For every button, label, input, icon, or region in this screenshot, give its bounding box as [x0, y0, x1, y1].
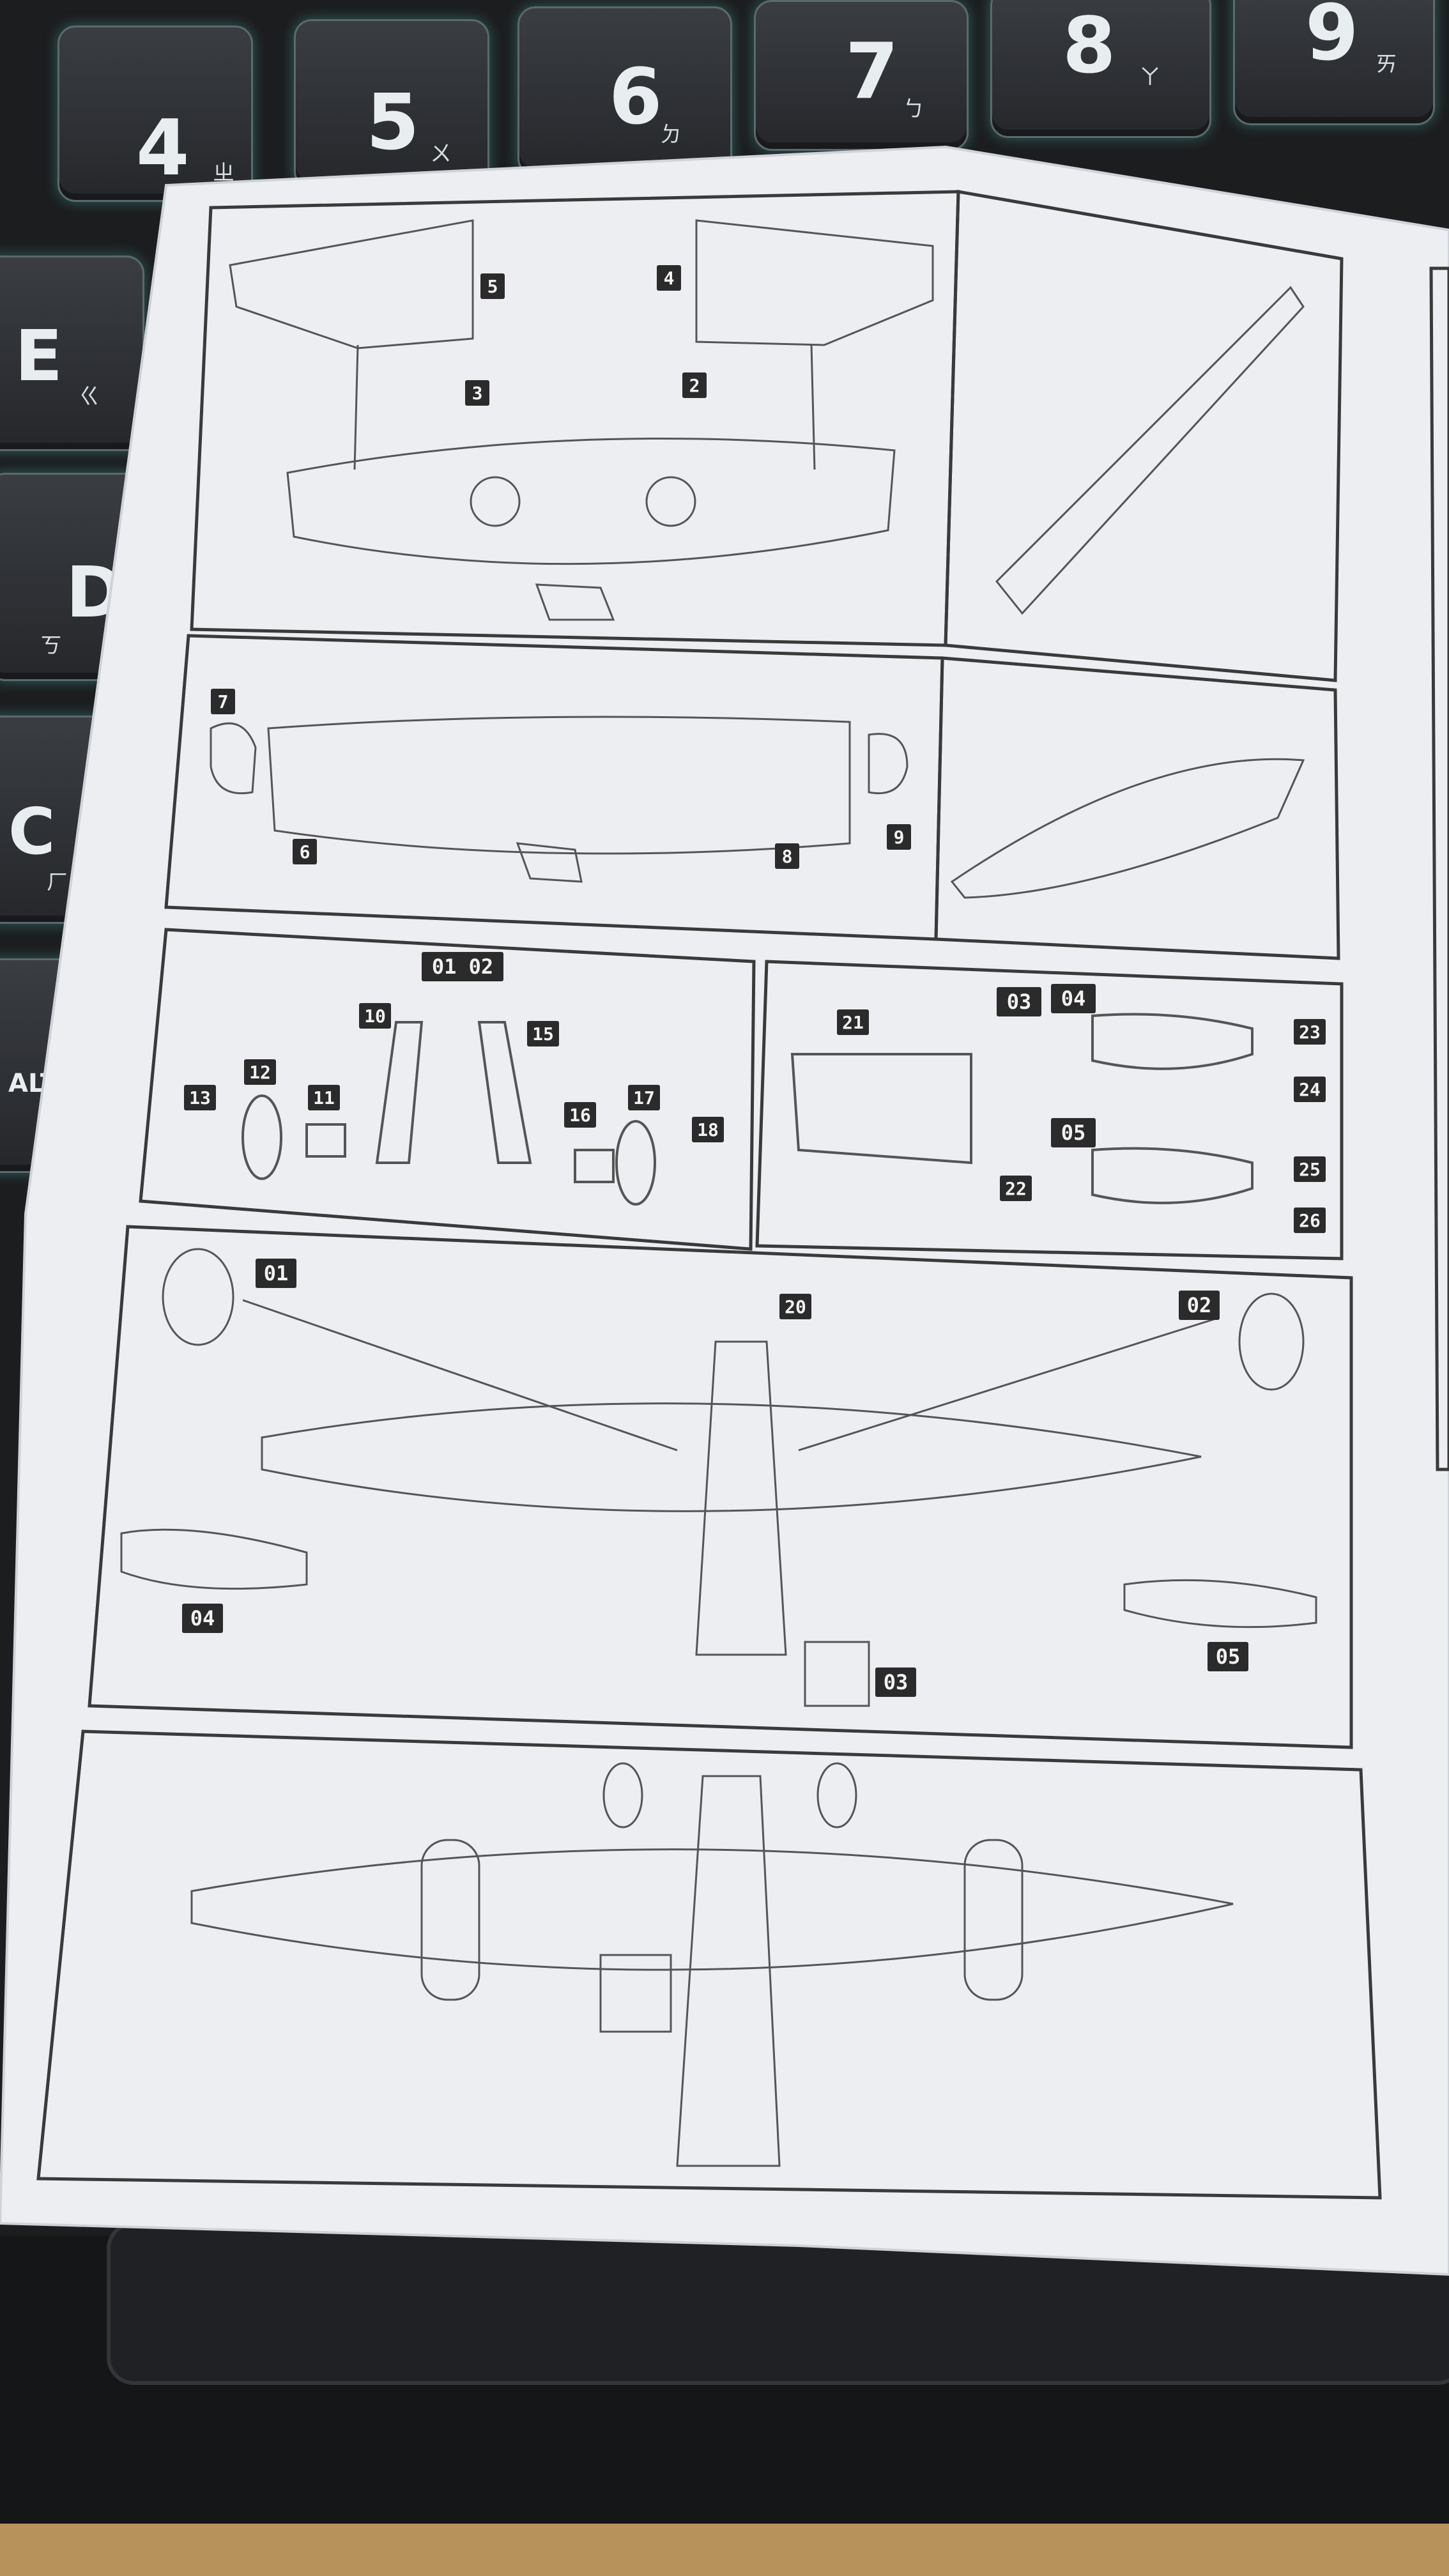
part-label: 13	[184, 1085, 216, 1110]
key-6-sub: ㄉ	[660, 122, 682, 148]
part-label: 22	[1000, 1176, 1032, 1201]
part-label: 2	[682, 372, 707, 398]
part-label: 17	[628, 1085, 660, 1110]
key-9-main: 9	[1305, 0, 1359, 78]
part-label: 12	[244, 1059, 276, 1085]
callout-label: 02	[1179, 1291, 1220, 1320]
key-5: 5 ㄨ	[294, 19, 489, 189]
part-label: 20	[779, 1294, 811, 1319]
part-label: 24	[1294, 1077, 1326, 1102]
key-8-sub: ㄚ	[1139, 65, 1161, 90]
key-6-main: 6	[609, 53, 663, 142]
part-label: 15	[527, 1021, 559, 1046]
step-label: 01 02	[422, 952, 503, 981]
callout-label: 05	[1208, 1642, 1248, 1671]
part-label: 7	[211, 689, 235, 714]
part-label: 18	[692, 1117, 724, 1142]
part-label: 6	[293, 839, 317, 864]
key-e-sub: ㄍ	[79, 384, 100, 410]
part-label: 21	[837, 1009, 869, 1035]
part-label: 11	[308, 1085, 340, 1110]
key-4: 4 ㄓ	[57, 26, 253, 202]
part-label: 23	[1294, 1019, 1326, 1045]
callout-label: 03	[875, 1667, 916, 1697]
part-label: 5	[480, 273, 505, 299]
callout-label: 04	[182, 1604, 223, 1633]
part-label: 9	[887, 824, 911, 850]
key-c-main: C	[8, 794, 56, 869]
part-label: 25	[1294, 1156, 1326, 1182]
key-7: 7 ㄅ	[754, 0, 969, 151]
part-label: 10	[359, 1003, 391, 1029]
key-5-main: 5	[366, 79, 420, 167]
key-8-main: 8	[1062, 2, 1116, 91]
key-e-main: E	[15, 315, 63, 397]
key-9: 9 ㄞ	[1233, 0, 1435, 125]
key-7-main: 7	[845, 27, 899, 116]
key-5-sub: ㄨ	[430, 141, 452, 167]
step-label: 05	[1051, 1118, 1096, 1147]
step-label: 03	[997, 987, 1041, 1016]
key-9-sub: ㄞ	[1376, 52, 1397, 77]
part-label: 16	[564, 1102, 596, 1128]
step-label: 04	[1051, 984, 1096, 1013]
key-c-sub: ㄏ	[47, 870, 68, 895]
key-7-sub: ㄅ	[903, 96, 924, 122]
part-label: 26	[1294, 1208, 1326, 1233]
part-label: 3	[465, 380, 489, 406]
key-4-main: 4	[136, 104, 190, 193]
part-label: 4	[657, 265, 681, 291]
callout-label: 01	[256, 1259, 296, 1288]
key-d-sub: ㄎ	[40, 633, 62, 659]
key-8: 8 ㄚ	[990, 0, 1211, 138]
part-label: 8	[775, 843, 799, 869]
